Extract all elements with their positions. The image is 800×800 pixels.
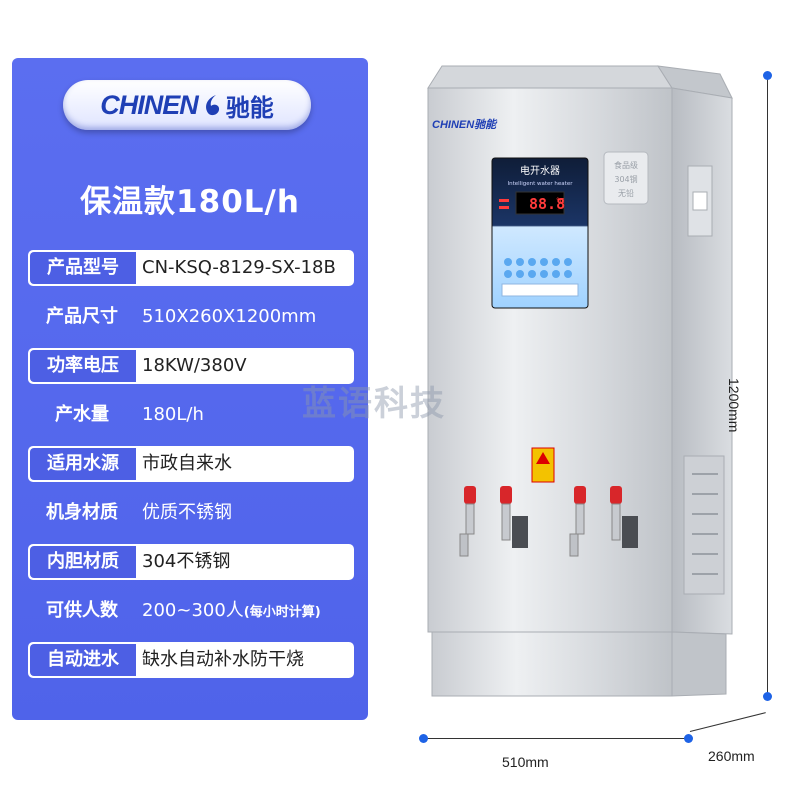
height-dimension-line bbox=[767, 76, 768, 696]
spec-value-text: 市政自来水 bbox=[142, 453, 232, 474]
spec-value-text: 缺水自动补水防干烧 bbox=[142, 649, 304, 670]
depth-label: 260mm bbox=[708, 748, 755, 764]
spec-label: 可供人数 bbox=[46, 600, 118, 621]
spec-row: 产水量 180L/h bbox=[28, 397, 354, 433]
panel-subtitle: Intelligent water heater bbox=[508, 181, 574, 187]
spec-row: 自动进水缺水自动补水防干烧 bbox=[28, 642, 354, 678]
model-title: 保温款180L/h bbox=[80, 184, 300, 220]
spec-value: 18KW/380V bbox=[136, 348, 354, 384]
spec-value: 缺水自动补水防干烧 bbox=[136, 642, 354, 678]
spec-value-text: 510X260X1200mm bbox=[142, 306, 317, 327]
spec-value-text: 200~300人 bbox=[142, 600, 244, 621]
height-label: 1200mm bbox=[726, 378, 742, 433]
spec-row: 可供人数 200~300人(每小时计算) bbox=[28, 593, 354, 629]
spec-panel bbox=[12, 58, 368, 720]
food-grade-badge: 食品级 304钢 无铅 bbox=[603, 151, 649, 205]
spec-row: 内胆材质 304不锈钢 bbox=[28, 544, 354, 580]
spec-value-text: 304不锈钢 bbox=[142, 551, 231, 572]
brand-name-cn: 驰能 bbox=[225, 93, 274, 122]
spec-value: 180L/h bbox=[136, 397, 354, 433]
spec-value: 200~300人(每小时计算) bbox=[136, 593, 354, 629]
spec-value-note: (每小时计算) bbox=[243, 605, 321, 620]
brand-swirl-icon bbox=[205, 95, 219, 116]
spec-label: 自动进水 bbox=[30, 644, 136, 676]
spec-value: 304不锈钢 bbox=[136, 544, 354, 580]
water-taps bbox=[459, 486, 638, 557]
temperature-unit: °C bbox=[556, 197, 565, 205]
depth-dimension-line bbox=[689, 712, 766, 732]
spec-row: 功率电压 18KW/380V bbox=[28, 348, 354, 384]
spec-value: CN-KSQ-8129-SX-18B bbox=[136, 250, 354, 286]
width-left-dot bbox=[419, 734, 428, 743]
brand-logo: CHINEN 驰能 bbox=[63, 80, 311, 130]
height-bottom-dot bbox=[763, 692, 772, 701]
spec-label: 机身材质 bbox=[46, 502, 118, 523]
spec-row: 机身材质 优质不锈钢 bbox=[28, 495, 354, 531]
brand-name-en: CHINEN bbox=[100, 89, 199, 120]
spec-row: 产品型号 CN-KSQ-8129-SX-18B bbox=[28, 250, 354, 286]
water-heater-image: CHINEN驰能 电开水器 Intelligent water heater 8… bbox=[427, 65, 733, 697]
spec-label: 内胆材质 bbox=[30, 546, 136, 578]
spec-value: 510X260X1200mm bbox=[136, 299, 354, 335]
spec-label: 产水量 bbox=[55, 404, 109, 425]
spec-row: 产品尺寸 510X260X1200mm bbox=[28, 299, 354, 335]
height-top-dot bbox=[763, 71, 772, 80]
spec-value-text: 优质不锈钢 bbox=[142, 502, 232, 523]
spec-value: 市政自来水 bbox=[136, 446, 354, 482]
watermark: 蓝语科技 bbox=[302, 384, 446, 424]
svg-text:无铅: 无铅 bbox=[618, 188, 634, 198]
spec-value-text: 18KW/380V bbox=[142, 355, 247, 376]
spec-label: 功率电压 bbox=[30, 350, 136, 382]
svg-text:食品级: 食品级 bbox=[614, 160, 638, 170]
spec-value-text: CN-KSQ-8129-SX-18B bbox=[142, 257, 336, 278]
spec-label: 产品型号 bbox=[30, 252, 136, 284]
svg-text:304钢: 304钢 bbox=[614, 174, 637, 184]
panel-title: 电开水器 bbox=[520, 164, 560, 177]
width-dimension-line bbox=[424, 738, 688, 739]
spec-label: 产品尺寸 bbox=[46, 306, 118, 327]
small-brand-logo: CHINEN驰能 bbox=[432, 118, 498, 131]
temperature-display: 88.8 bbox=[529, 195, 565, 213]
width-label: 510mm bbox=[502, 754, 549, 770]
spec-row: 适用水源市政自来水 bbox=[28, 446, 354, 482]
spec-value: 优质不锈钢 bbox=[136, 495, 354, 531]
spec-value-text: 180L/h bbox=[142, 404, 204, 425]
width-right-dot bbox=[684, 734, 693, 743]
spec-label: 适用水源 bbox=[30, 448, 136, 480]
